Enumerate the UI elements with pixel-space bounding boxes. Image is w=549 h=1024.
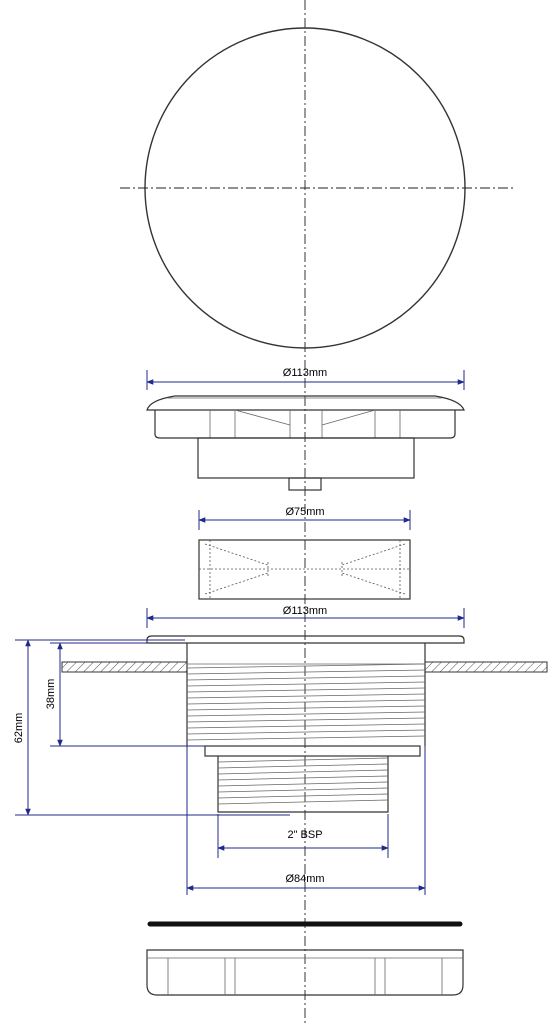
- backnut: [146, 949, 464, 996]
- flange-diameter-dimension: Ø113mm: [146, 605, 465, 628]
- cap-top-view: [120, 27, 515, 349]
- body-diameter-label: Ø84mm: [285, 873, 324, 885]
- body-height-label: 38mm: [45, 679, 57, 710]
- total-height-label: 62mm: [13, 713, 25, 744]
- flange-diameter-label: Ø113mm: [283, 605, 327, 617]
- insert-diameter-dimension: Ø75mm: [198, 506, 411, 530]
- body-height-dimension: 38mm: [45, 642, 205, 747]
- thread-label: 2" BSP: [287, 829, 322, 841]
- body-diameter-dimension: Ø84mm: [186, 746, 426, 895]
- cap-diameter-label: Ø113mm: [283, 367, 327, 379]
- cross-insert: [198, 539, 411, 600]
- waste-body: [61, 635, 548, 813]
- total-height-dimension: 62mm: [13, 639, 290, 816]
- insert-diameter-label: Ø75mm: [285, 506, 324, 518]
- cap-diameter-dimension: Ø113mm: [146, 367, 465, 390]
- cap-side-view: [146, 395, 465, 491]
- thread-dimension: 2" BSP: [217, 814, 389, 858]
